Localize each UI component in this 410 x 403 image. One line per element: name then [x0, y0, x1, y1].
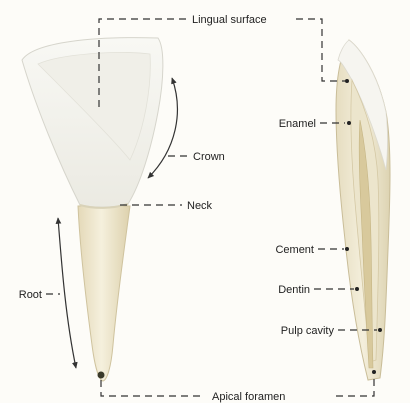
label-apical-foramen: Apical foramen — [212, 391, 285, 403]
label-lingual-surface: Lingual surface — [192, 14, 267, 26]
pulp-dot — [378, 328, 382, 332]
right-tooth-section — [336, 40, 390, 380]
lingual-leader-right — [296, 19, 345, 81]
enamel-dot — [347, 121, 351, 125]
apical-foramen-dot — [98, 372, 105, 379]
label-root: Root — [19, 289, 42, 301]
label-dentin: Dentin — [278, 284, 310, 296]
left-tooth — [22, 38, 163, 381]
label-neck: Neck — [187, 200, 213, 212]
left-tooth-root — [78, 206, 130, 381]
apical-right-dot — [372, 370, 376, 374]
cement-dot — [345, 247, 349, 251]
label-cement: Cement — [275, 244, 314, 256]
label-pulp-cavity: Pulp cavity — [281, 325, 335, 337]
root-span-arrow — [58, 218, 76, 368]
apical-leader-left — [101, 380, 205, 396]
dentin-dot — [355, 287, 359, 291]
lingual-dot — [345, 79, 349, 83]
label-enamel: Enamel — [279, 118, 316, 130]
label-crown: Crown — [193, 151, 225, 163]
